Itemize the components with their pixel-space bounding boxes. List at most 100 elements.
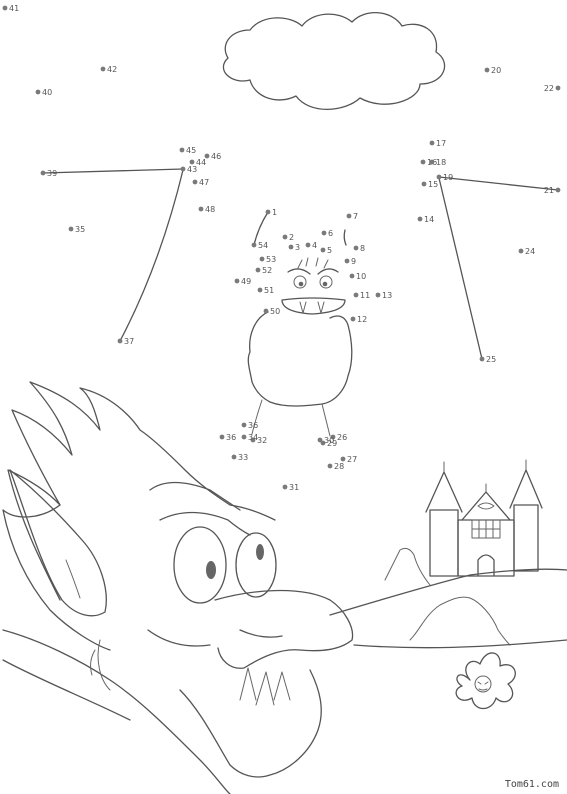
dot-51: 51: [257, 286, 274, 295]
dot-marker: [417, 216, 423, 222]
dot-number: 44: [196, 158, 206, 167]
dot-marker: [317, 437, 323, 443]
dot-marker: [234, 278, 240, 284]
castle-drawing: [425, 459, 543, 577]
left-wing-top-line: [42, 168, 184, 174]
dot-25: 25: [479, 355, 496, 364]
dot-number: 52: [262, 266, 272, 275]
ear-line-right: [343, 229, 347, 246]
dot-27: 27: [340, 455, 357, 464]
bat-body: [247, 311, 353, 407]
dot-number: 43: [187, 165, 197, 174]
dot-marker: [375, 292, 381, 298]
dot-54: 54: [251, 241, 268, 250]
right-wing-top-line: [438, 176, 559, 191]
dot-marker: [100, 66, 106, 72]
dot-marker: [68, 226, 74, 232]
dot-marker: [353, 245, 359, 251]
dot-48: 48: [198, 205, 215, 214]
dot-marker: [484, 67, 490, 73]
dot-3: 3: [288, 243, 300, 252]
dot-marker: [429, 159, 435, 165]
dot-marker: [330, 434, 336, 440]
ear-line-left: [253, 211, 269, 246]
dot-41: 41: [2, 4, 19, 13]
dot-marker: [192, 179, 198, 185]
dot-28: 28: [327, 462, 344, 471]
dot-number: 2: [289, 233, 294, 242]
dot-number: 34: [248, 433, 258, 442]
dot-marker: [231, 454, 237, 460]
dot-marker: [263, 308, 269, 314]
dot-24: 24: [518, 247, 535, 256]
dot-47: 47: [192, 178, 209, 187]
dot-number: 25: [486, 355, 496, 364]
dot-number: 36: [248, 421, 258, 430]
dot-marker: [346, 213, 352, 219]
dot-32: 32: [250, 436, 267, 445]
dot-8: 8: [353, 244, 365, 253]
dot-30: 30: [317, 436, 334, 445]
dot-marker: [350, 316, 356, 322]
dot-number: 29: [327, 439, 337, 448]
dot-number: 4: [312, 241, 317, 250]
dot-44: 44: [189, 158, 206, 167]
dot-20: 20: [484, 66, 501, 75]
dot-46: 46: [204, 152, 221, 161]
bush: [409, 596, 511, 646]
dot-marker: [288, 244, 294, 250]
dot-22: 22: [544, 84, 561, 93]
dot-number: 8: [360, 244, 365, 253]
dot-36: 36: [241, 421, 258, 430]
dot-marker: [320, 247, 326, 253]
dot-number: 10: [356, 272, 366, 281]
dot-number: 22: [544, 84, 554, 93]
dot-49: 49: [234, 277, 251, 286]
dot-marker: [479, 356, 485, 362]
dot-13: 13: [375, 291, 392, 300]
bat-leg-right: [321, 403, 331, 437]
dot-marker: [320, 440, 326, 446]
dot-number: 28: [334, 462, 344, 471]
dot-number: 48: [205, 205, 215, 214]
dot-number: 53: [266, 255, 276, 264]
dot-number: 27: [347, 455, 357, 464]
dot-marker: [555, 187, 561, 193]
dot-number: 13: [382, 291, 392, 300]
cloud-shape: [222, 11, 446, 110]
dot-50: 50: [263, 307, 280, 316]
dot-33: 33: [231, 453, 248, 462]
flower-drawing: [455, 652, 516, 710]
dot-number: 31: [289, 483, 299, 492]
dot-number: 19: [443, 173, 453, 182]
dot-number: 35: [75, 225, 85, 234]
dot-number: 33: [238, 453, 248, 462]
dot-marker: [282, 484, 288, 490]
vampire-head: [2, 504, 111, 651]
vampire-cape: [2, 629, 231, 794]
dot-40: 40: [35, 88, 52, 97]
dot-39: 39: [40, 169, 57, 178]
dot-marker: [259, 256, 265, 262]
dot-marker: [198, 206, 204, 212]
dot-11: 11: [353, 291, 370, 300]
dot-number: 24: [525, 247, 535, 256]
dot-marker: [436, 174, 442, 180]
dot-number: 9: [351, 257, 356, 266]
dot-17: 17: [429, 139, 446, 148]
dot-37: 37: [117, 337, 134, 346]
vampire-collar-inner: [90, 639, 111, 691]
dot-number: 50: [270, 307, 280, 316]
dot-marker: [180, 166, 186, 172]
dot-marker: [257, 287, 263, 293]
dot-5: 5: [320, 246, 332, 255]
dot-marker: [241, 434, 247, 440]
dot-marker: [340, 456, 346, 462]
dot-26: 26: [330, 433, 347, 442]
dot-45: 45: [179, 146, 196, 155]
dot-2: 2: [282, 233, 294, 242]
dot-marker: [251, 242, 257, 248]
dot-1: 1: [265, 208, 277, 217]
